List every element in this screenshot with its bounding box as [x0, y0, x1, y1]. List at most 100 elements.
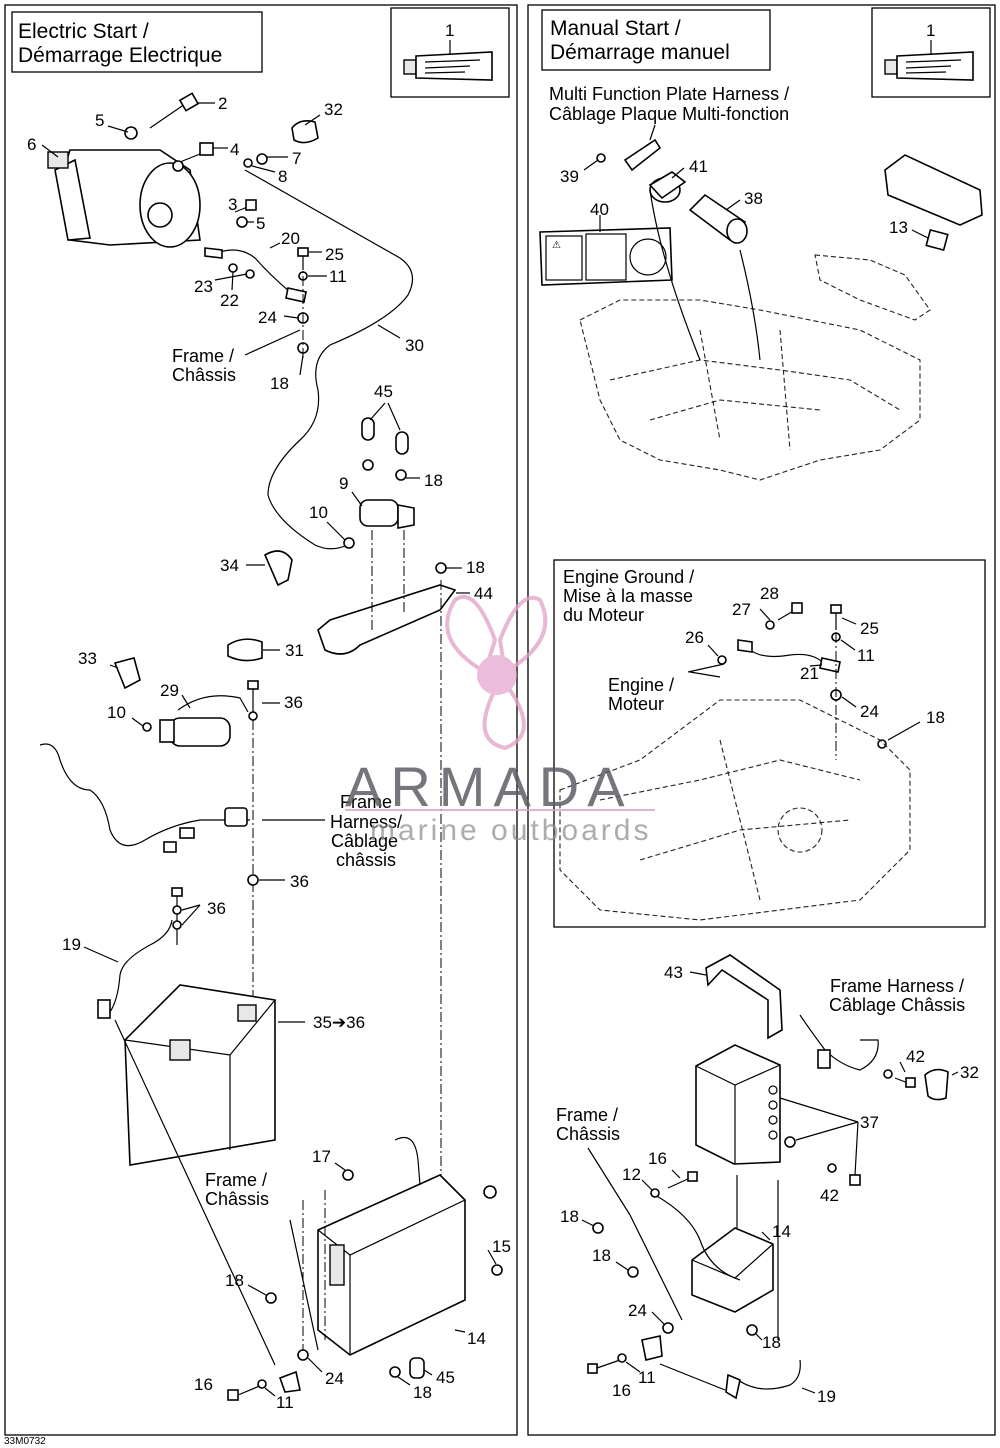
- screw-39: [596, 153, 606, 163]
- nut-37: [784, 1136, 796, 1148]
- engine-ground-label-1: Engine Ground /: [563, 567, 694, 587]
- callout-l16: 16: [194, 1375, 213, 1394]
- engine-bay-sketch: [579, 299, 921, 481]
- callout-l18d: 18: [225, 1271, 244, 1290]
- left-frame-harness-2: Harness/: [330, 812, 402, 832]
- starter-motor: [47, 149, 201, 248]
- washer-5a: [124, 126, 138, 140]
- callout-l31: 31: [285, 641, 304, 660]
- callout-l24b: 24: [325, 1369, 344, 1388]
- svg-text:⚠: ⚠: [552, 240, 561, 251]
- callout-r16: 16: [648, 1149, 667, 1168]
- sleeve-38: [688, 193, 748, 244]
- engine-ground-inset-frame: [553, 559, 986, 928]
- nut-36b: [247, 874, 259, 886]
- callout-l18a: 18: [270, 374, 289, 393]
- right-lubricant-tube-box: 1: [871, 7, 991, 98]
- callout-l44: 44: [474, 584, 493, 603]
- callout-r42b: 42: [820, 1186, 839, 1205]
- ground-cable-19-right: [725, 1359, 801, 1400]
- callout-l32: 32: [324, 100, 343, 119]
- ecu-module-13: [884, 154, 983, 252]
- mfp-harness-label-2: Câblage Plaque Multi-fonction: [549, 104, 789, 124]
- drawing-code: 33M0732: [4, 1436, 46, 1447]
- watermark-tagline: marine outboards: [370, 814, 651, 847]
- washer-27: [765, 620, 775, 630]
- right-frame-label-1: Frame /: [556, 1105, 618, 1125]
- battery-tray-14: [317, 1136, 466, 1356]
- callout-r12: 12: [622, 1165, 641, 1184]
- callout-r11: 11: [857, 646, 875, 665]
- harness-rail: [814, 254, 931, 321]
- callout-l14: 14: [467, 1329, 486, 1348]
- clip-bracket-right: [641, 1335, 663, 1361]
- bolt-42a: [894, 1077, 916, 1088]
- washer-42b: [827, 1163, 837, 1173]
- ground-cable-21: [737, 639, 841, 673]
- callout-r43: 43: [664, 963, 683, 982]
- callout-l45b: 45: [436, 1368, 455, 1387]
- callout-r38: 38: [744, 189, 763, 208]
- left-lubricant-tube-box: 1: [390, 7, 510, 98]
- watermark-brand: ARMADA: [345, 755, 633, 818]
- callout-l22: 22: [220, 291, 239, 310]
- callout-battery-ref: 35➔36: [313, 1013, 365, 1032]
- warning-label-40: ⚠: [539, 227, 673, 286]
- cable-19: [97, 919, 173, 1019]
- callout-l33: 33: [78, 649, 97, 668]
- bolt-4: [179, 142, 214, 163]
- callout-l10b: 10: [107, 703, 126, 722]
- right-panel-frame: [527, 4, 996, 1436]
- solenoid-29: [159, 695, 249, 747]
- battery-right: [695, 1044, 781, 1165]
- right-frame-harness-1: Frame Harness /: [830, 976, 964, 996]
- callout-l18c: 18: [466, 558, 485, 577]
- bolt-16b-right: [587, 1359, 621, 1374]
- callout-l15: 15: [492, 1237, 511, 1256]
- callout-l30: 30: [405, 336, 424, 355]
- connector-41: [648, 171, 687, 203]
- bolt-3: [234, 199, 257, 213]
- boot-31: [227, 638, 263, 662]
- nut-18c: [395, 469, 407, 481]
- clip-bracket: [278, 1370, 301, 1393]
- callout-l20: 20: [281, 229, 300, 248]
- lubricant-tube-icon-right: [884, 51, 974, 81]
- callout-l11: 11: [329, 267, 347, 286]
- left-title-line1: Electric Start /: [18, 20, 149, 43]
- callout-r27: 27: [732, 600, 751, 619]
- callout-r13: 13: [889, 218, 908, 237]
- engine-ground-label-3: du Moteur: [563, 605, 644, 625]
- callout-l18b: 18: [424, 471, 443, 490]
- callout-l36a: 36: [284, 693, 303, 712]
- callout-r24: 24: [860, 702, 879, 721]
- bolt-16: [227, 1384, 263, 1401]
- battery-35: [124, 984, 276, 1166]
- callout-l36b: 36: [290, 872, 309, 891]
- washer-24b-right: [662, 1322, 674, 1334]
- nut-18b: [362, 459, 374, 471]
- left-frame-harness-1: Frame: [340, 792, 392, 812]
- callout-r26: 26: [685, 628, 704, 647]
- nut-15: [491, 1264, 503, 1276]
- callout-r18: 18: [926, 708, 945, 727]
- callout-l5b: 5: [256, 214, 265, 233]
- armada-watermark-logo: [445, 594, 548, 751]
- left-panel-frame: [4, 4, 518, 1436]
- engine-label-2: Moteur: [608, 694, 664, 714]
- frame-sketch-inset: [559, 699, 911, 921]
- callout-r16b: 16: [612, 1381, 631, 1400]
- right-title-box: Manual Start / Démarrage manuel: [541, 9, 771, 71]
- callout-l36c: 36: [207, 899, 226, 918]
- callout-l29: 29: [160, 681, 179, 700]
- spacer-45b: [409, 1357, 425, 1379]
- nut-10a: [343, 537, 355, 549]
- callout-l9: 9: [339, 474, 348, 493]
- callout-l19: 19: [62, 935, 81, 954]
- battery-strap-43: [705, 954, 783, 1040]
- callout-r39: 39: [560, 167, 579, 186]
- right-tube-ref: 1: [926, 21, 935, 40]
- callout-l3: 3: [228, 195, 237, 214]
- callout-l6: 6: [27, 135, 36, 154]
